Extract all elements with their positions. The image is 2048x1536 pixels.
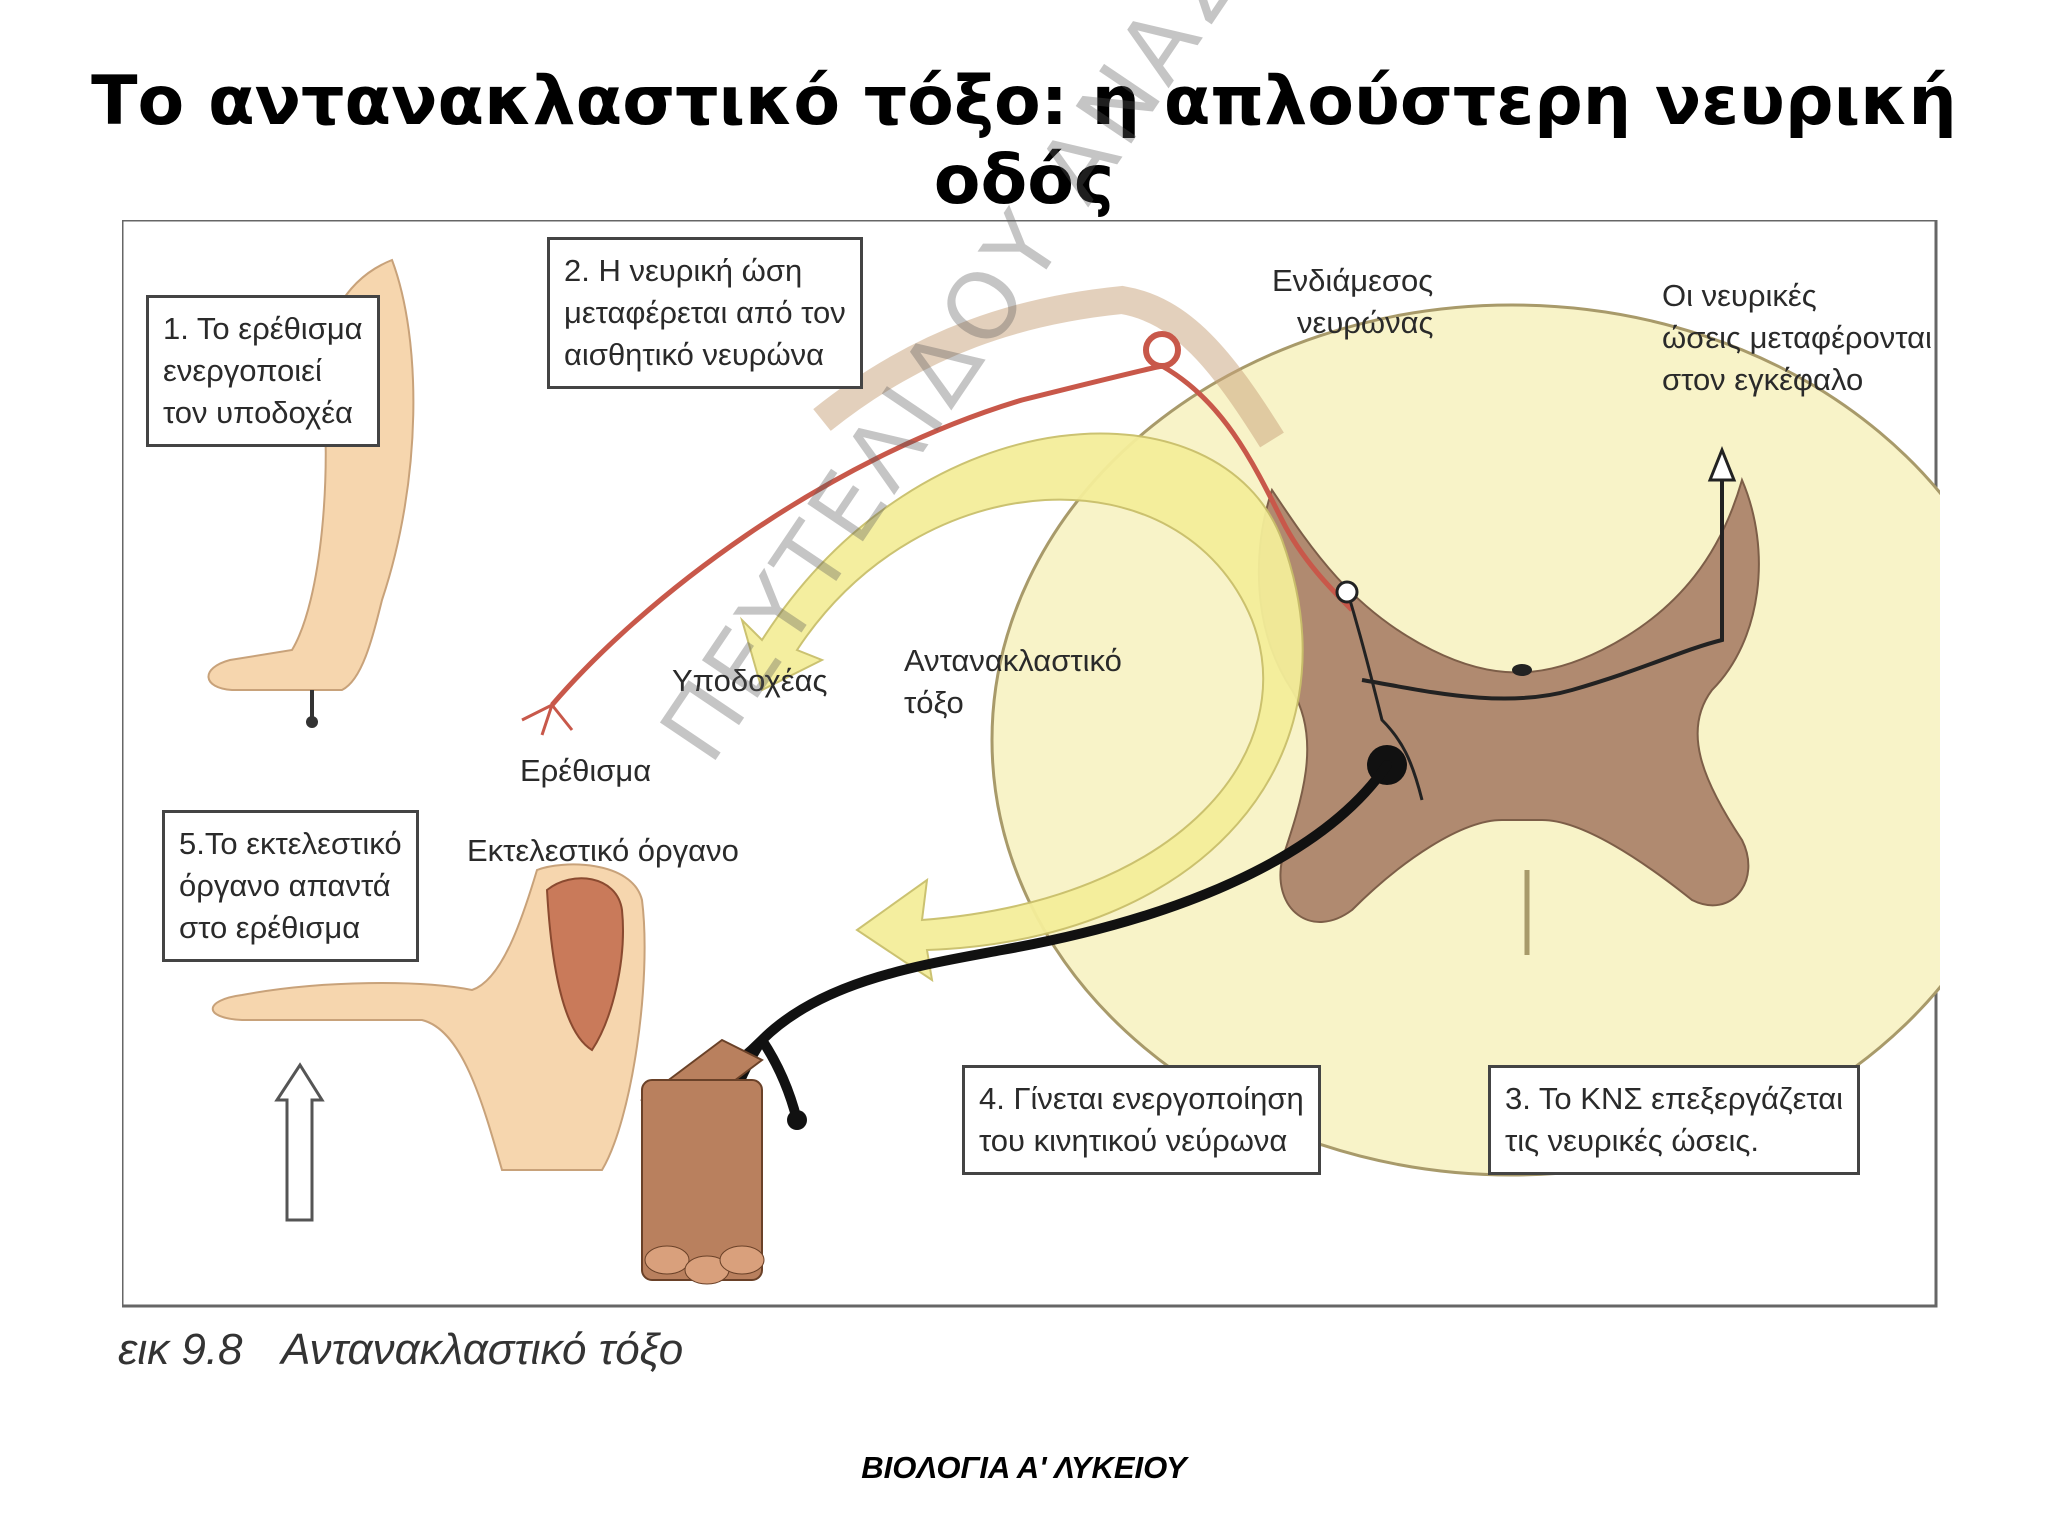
brain-label-line: ώσεις μεταφέρονται: [1662, 320, 1932, 355]
effector-label: Εκτελεστικό όργανο: [467, 833, 739, 868]
figure-caption-text: Αντανακλαστικό τόξο: [281, 1325, 684, 1374]
interneuron-label: Ενδιάμεσος νευρώνας: [1272, 260, 1433, 344]
step5-box: 5.Το εκτελεστικό όργανο απαντά στο ερέθι…: [162, 810, 419, 962]
response-arrow: [274, 1062, 325, 1222]
sensory-neuron: [550, 363, 1354, 707]
step1-box: 1. Το ερέθισμα ενεργοποιεί τον υποδοχέα: [146, 295, 380, 447]
central-canal: [1512, 664, 1532, 676]
step2-line: 2. Η νευρική ώση: [564, 253, 803, 288]
step2-box: 2. Η νευρική ώση μεταφέρεται από τον αισ…: [547, 237, 863, 389]
reflex-arc-label-line: τόξο: [904, 685, 964, 720]
interneuron: [1345, 589, 1424, 801]
step1-line: 1. Το ερέθισμα: [163, 311, 363, 346]
step2-line: μεταφέρεται από τον: [564, 295, 846, 330]
dorsal-root: [813, 285, 1284, 448]
slide-title: Το αντανακλαστικό τόξο: η απλούστερη νευ…: [91, 62, 1957, 220]
brain-label-line: στον εγκέφαλο: [1662, 362, 1864, 397]
ascending-arrow: [1707, 445, 1737, 482]
brain-label-line: Οι νευρικές: [1662, 278, 1817, 313]
grey-matter: [1257, 477, 1760, 923]
step1-line: ενεργοποιεί: [163, 353, 322, 388]
footer: ΒΙΟΛΟΓΙΑ Α' ΛΥΚΕΙΟΥ: [861, 1450, 1187, 1485]
step4-box: 4. Γίνεται ενεργοποίηση του κινητικού νε…: [962, 1065, 1321, 1175]
brain-pathway-label: Οι νευρικές ώσεις μεταφέρονται στον εγκέ…: [1662, 275, 1932, 401]
figure-caption: εικ 9.8 Αντανακλαστικό τόξο: [118, 1325, 683, 1375]
reflex-arc-label: Αντανακλαστικό τόξο: [904, 640, 1122, 724]
step4-line: 4. Γίνεται ενεργοποίηση: [979, 1081, 1304, 1116]
interneuron-label-line: νευρώνας: [1297, 305, 1434, 340]
step5-line: 5.Το εκτελεστικό: [179, 826, 402, 861]
interneuron-label-line: Ενδιάμεσος: [1272, 263, 1434, 298]
reflex-arc-arrow: [739, 432, 1304, 983]
step4-line: του κινητικού νεύρωνα: [979, 1123, 1288, 1158]
step3-box: 3. Το ΚΝΣ επεξεργάζεται τις νευρικές ώσε…: [1488, 1065, 1861, 1175]
step2-line: αισθητικό νευρώνα: [564, 337, 825, 372]
step5-line: όργανο απαντά: [179, 868, 391, 903]
muscle-fiber-bundle: [640, 1038, 765, 1285]
step3-line: 3. Το ΚΝΣ επεξεργάζεται: [1505, 1081, 1844, 1116]
step1-line: τον υποδοχέα: [163, 395, 353, 430]
step5-line: στο ερέθισμα: [179, 910, 361, 945]
step3-line: τις νευρικές ώσεις.: [1505, 1123, 1759, 1158]
receptor-label: Υποδοχέας: [672, 663, 828, 698]
ascending-tract: [1361, 470, 1724, 701]
reflex-arc-figure: 1. Το ερέθισμα ενεργοποιεί τον υποδοχέα …: [122, 220, 1940, 1310]
biceps-muscle: [545, 877, 624, 1052]
stimulus-label: Ερέθισμα: [520, 753, 652, 788]
reflex-arc-label-line: Αντανακλαστικό: [904, 643, 1122, 678]
lower-arm: [211, 863, 646, 1171]
figure-number: εικ 9.8: [118, 1325, 243, 1374]
